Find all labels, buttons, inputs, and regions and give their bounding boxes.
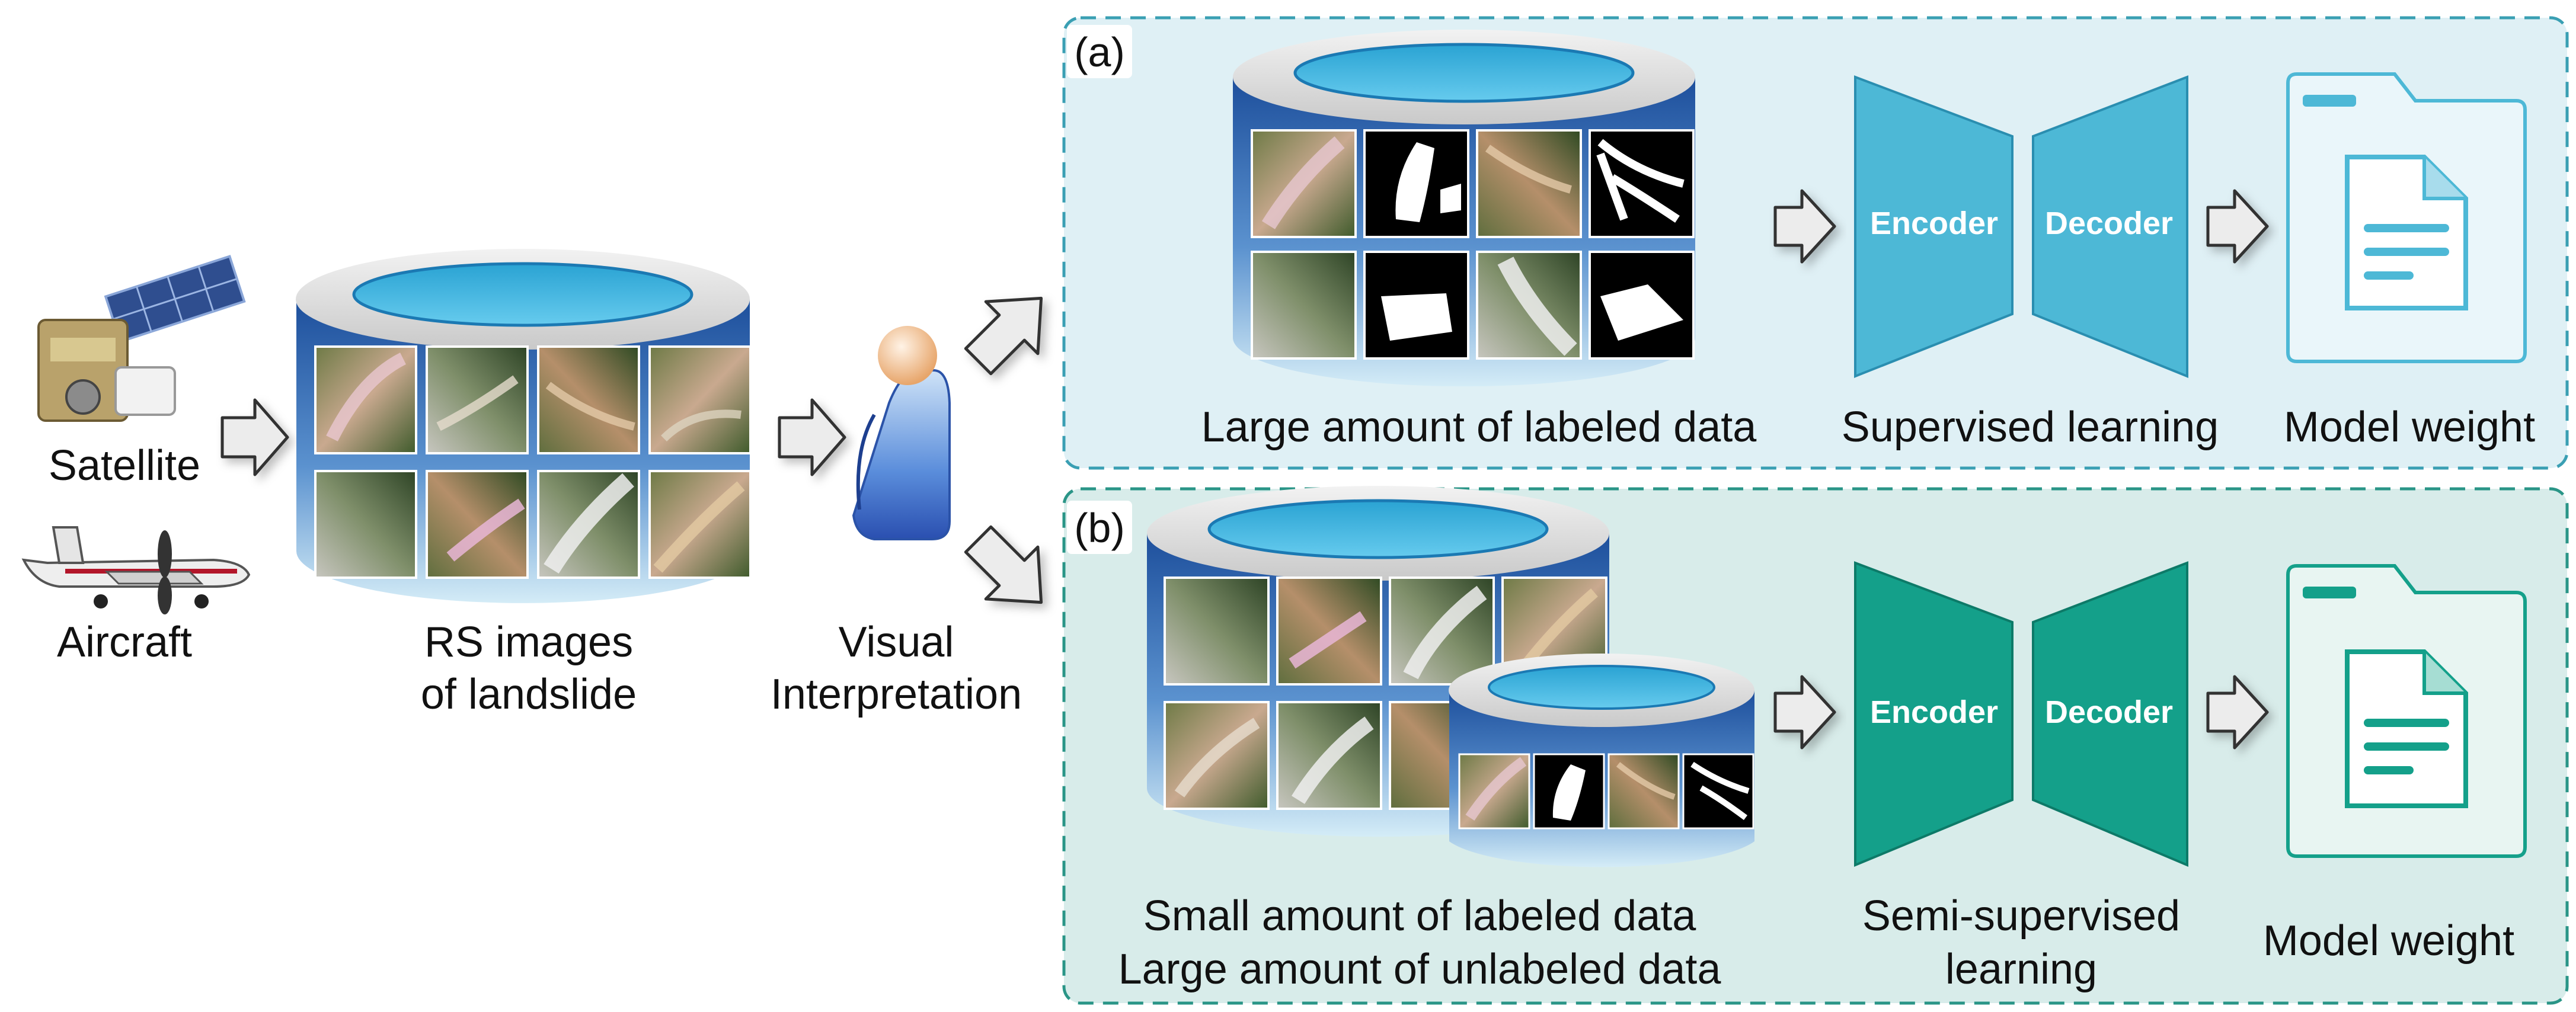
labeled-data-label: Large amount of labeled data [1201,403,1757,451]
large-unlabeled-data-label: Large amount of unlabeled data [1118,946,1722,993]
arrow-right-icon [2206,675,2269,750]
interpretation-label-line1: Visual [839,619,954,666]
rs-images-label-line1: RS images [424,619,633,666]
arrow-right-icon [220,398,289,476]
small-labeled-data-label: Small amount of labeled data [1143,892,1697,940]
arrow-down-right-icon [964,525,1043,604]
rs-images-database [296,249,752,603]
semi-supervised-label-line2: learning [1945,946,2097,993]
person-icon [852,326,951,540]
encoder-label-b: Encoder [1870,694,1998,730]
supervised-learning-label: Supervised learning [1842,403,2219,451]
encoder-label-a: Encoder [1870,206,1998,241]
arrow-right-icon [1773,189,1836,264]
decoder-label-a: Decoder [2045,206,2173,241]
panel-a-tag-bg [1067,25,1132,78]
satellite-label: Satellite [49,442,200,489]
encoder-decoder-a [1854,75,2188,378]
panel-b-tag-bg [1067,501,1132,554]
decoder-label-b: Decoder [2045,694,2173,730]
landslide-image-grid [314,345,752,579]
semi-supervised-label-line1: Semi-supervised [1862,892,2180,940]
arrow-right-icon [2206,189,2269,264]
labeled-data-database [1233,30,1695,387]
panel-a: (a) Large amount of labeled data [1067,25,2535,451]
arrow-up-right-icon [964,296,1043,376]
model-weight-document-icon [2286,564,2527,858]
satellite-icon [37,255,246,422]
arrow-right-icon [778,398,846,476]
interpretation-label-line2: Interpretation [771,671,1022,718]
model-weight-label-a: Model weight [2284,403,2535,451]
panel-a-tag: (a) [1074,29,1125,75]
panel-b: (b) [1067,486,2527,993]
labeled-data-small-database [1449,654,1754,867]
panel-b-tag: (b) [1074,505,1125,551]
aircraft-label: Aircraft [57,619,192,666]
model-weight-label-b: Model weight [2263,917,2514,965]
model-weight-document-icon [2286,72,2527,363]
rs-images-label-line2: of landslide [421,671,637,718]
aircraft-icon [21,526,251,614]
encoder-decoder-b [1854,561,2188,867]
arrow-right-icon [1773,675,1836,750]
